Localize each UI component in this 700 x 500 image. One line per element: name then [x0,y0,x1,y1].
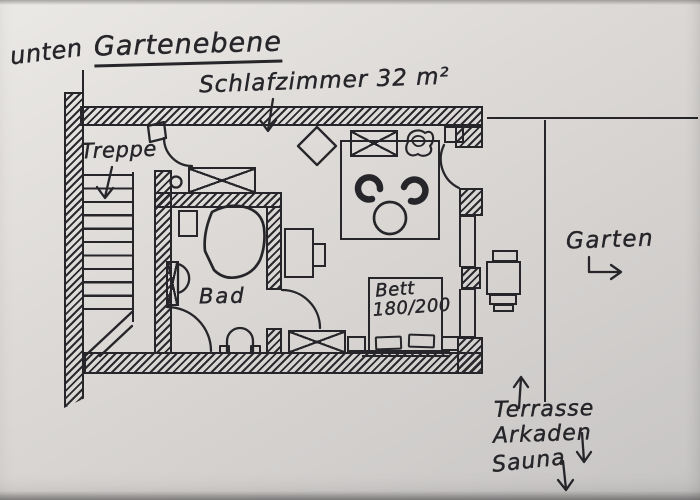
terrace-line-top [487,117,698,120]
terrace-door-arc [439,143,461,190]
bed-pillow-right [407,333,436,349]
terrace-window-2 [459,289,476,337]
wardrobe [188,167,256,194]
bed-label: Bett 180/200 [372,277,452,321]
bath-exit-door-arc [280,288,322,330]
bed-pillow-left [374,335,403,351]
terrace-line-right [544,120,547,402]
wall-right-bottom-corner [457,337,483,374]
desk-chair [312,243,326,267]
sauna-label: Sauna [490,445,567,478]
wall-top [80,106,483,126]
staircase-steps [83,174,134,321]
terrace-label: Terrasse [493,396,595,423]
nightstand-right [441,336,459,351]
bath-door-arc [165,305,213,353]
terrace-window-1 [459,216,476,267]
wall-bath-right-pier [266,328,282,354]
bathroom-label: Bad [198,283,246,309]
bedroom-label: Schlafzimmer 32 m² [198,63,451,99]
toilet [219,326,261,354]
wall-bath-right [266,206,282,290]
wall-right-pier-1 [459,188,483,216]
terrace-door-leaf [444,126,464,143]
level-note: unten [8,33,85,71]
bedroom-name: Schlafzimmer [198,66,369,99]
upper-floor-edge-line [82,70,85,108]
diamond-decor [296,125,338,167]
bathtub [203,204,266,280]
radiator-bottom [288,330,346,354]
column-marker [169,175,183,189]
garden-label: Garten [565,225,655,255]
sitting-area-rug [340,140,440,240]
sideboard [350,130,398,157]
stairs-label: Treppe [80,136,158,164]
bath-sink [178,210,198,237]
bedroom-area: 32 m² [376,63,451,93]
arcades-label: Arkaden [492,420,593,449]
bed-headboard [362,350,450,357]
outdoor-table-foot [493,304,514,312]
page-title: Gartenebene [93,26,282,68]
garden-arrow-icon [587,255,623,281]
bath-halfround-fixture [176,262,191,295]
wall-right-pier-2 [461,267,481,289]
wall-bath-top [154,192,282,208]
nightstand-left [347,336,366,352]
bath-radiator [166,261,179,306]
staircase-edge [132,172,135,322]
outdoor-table-body [486,261,521,295]
desk [284,228,314,278]
